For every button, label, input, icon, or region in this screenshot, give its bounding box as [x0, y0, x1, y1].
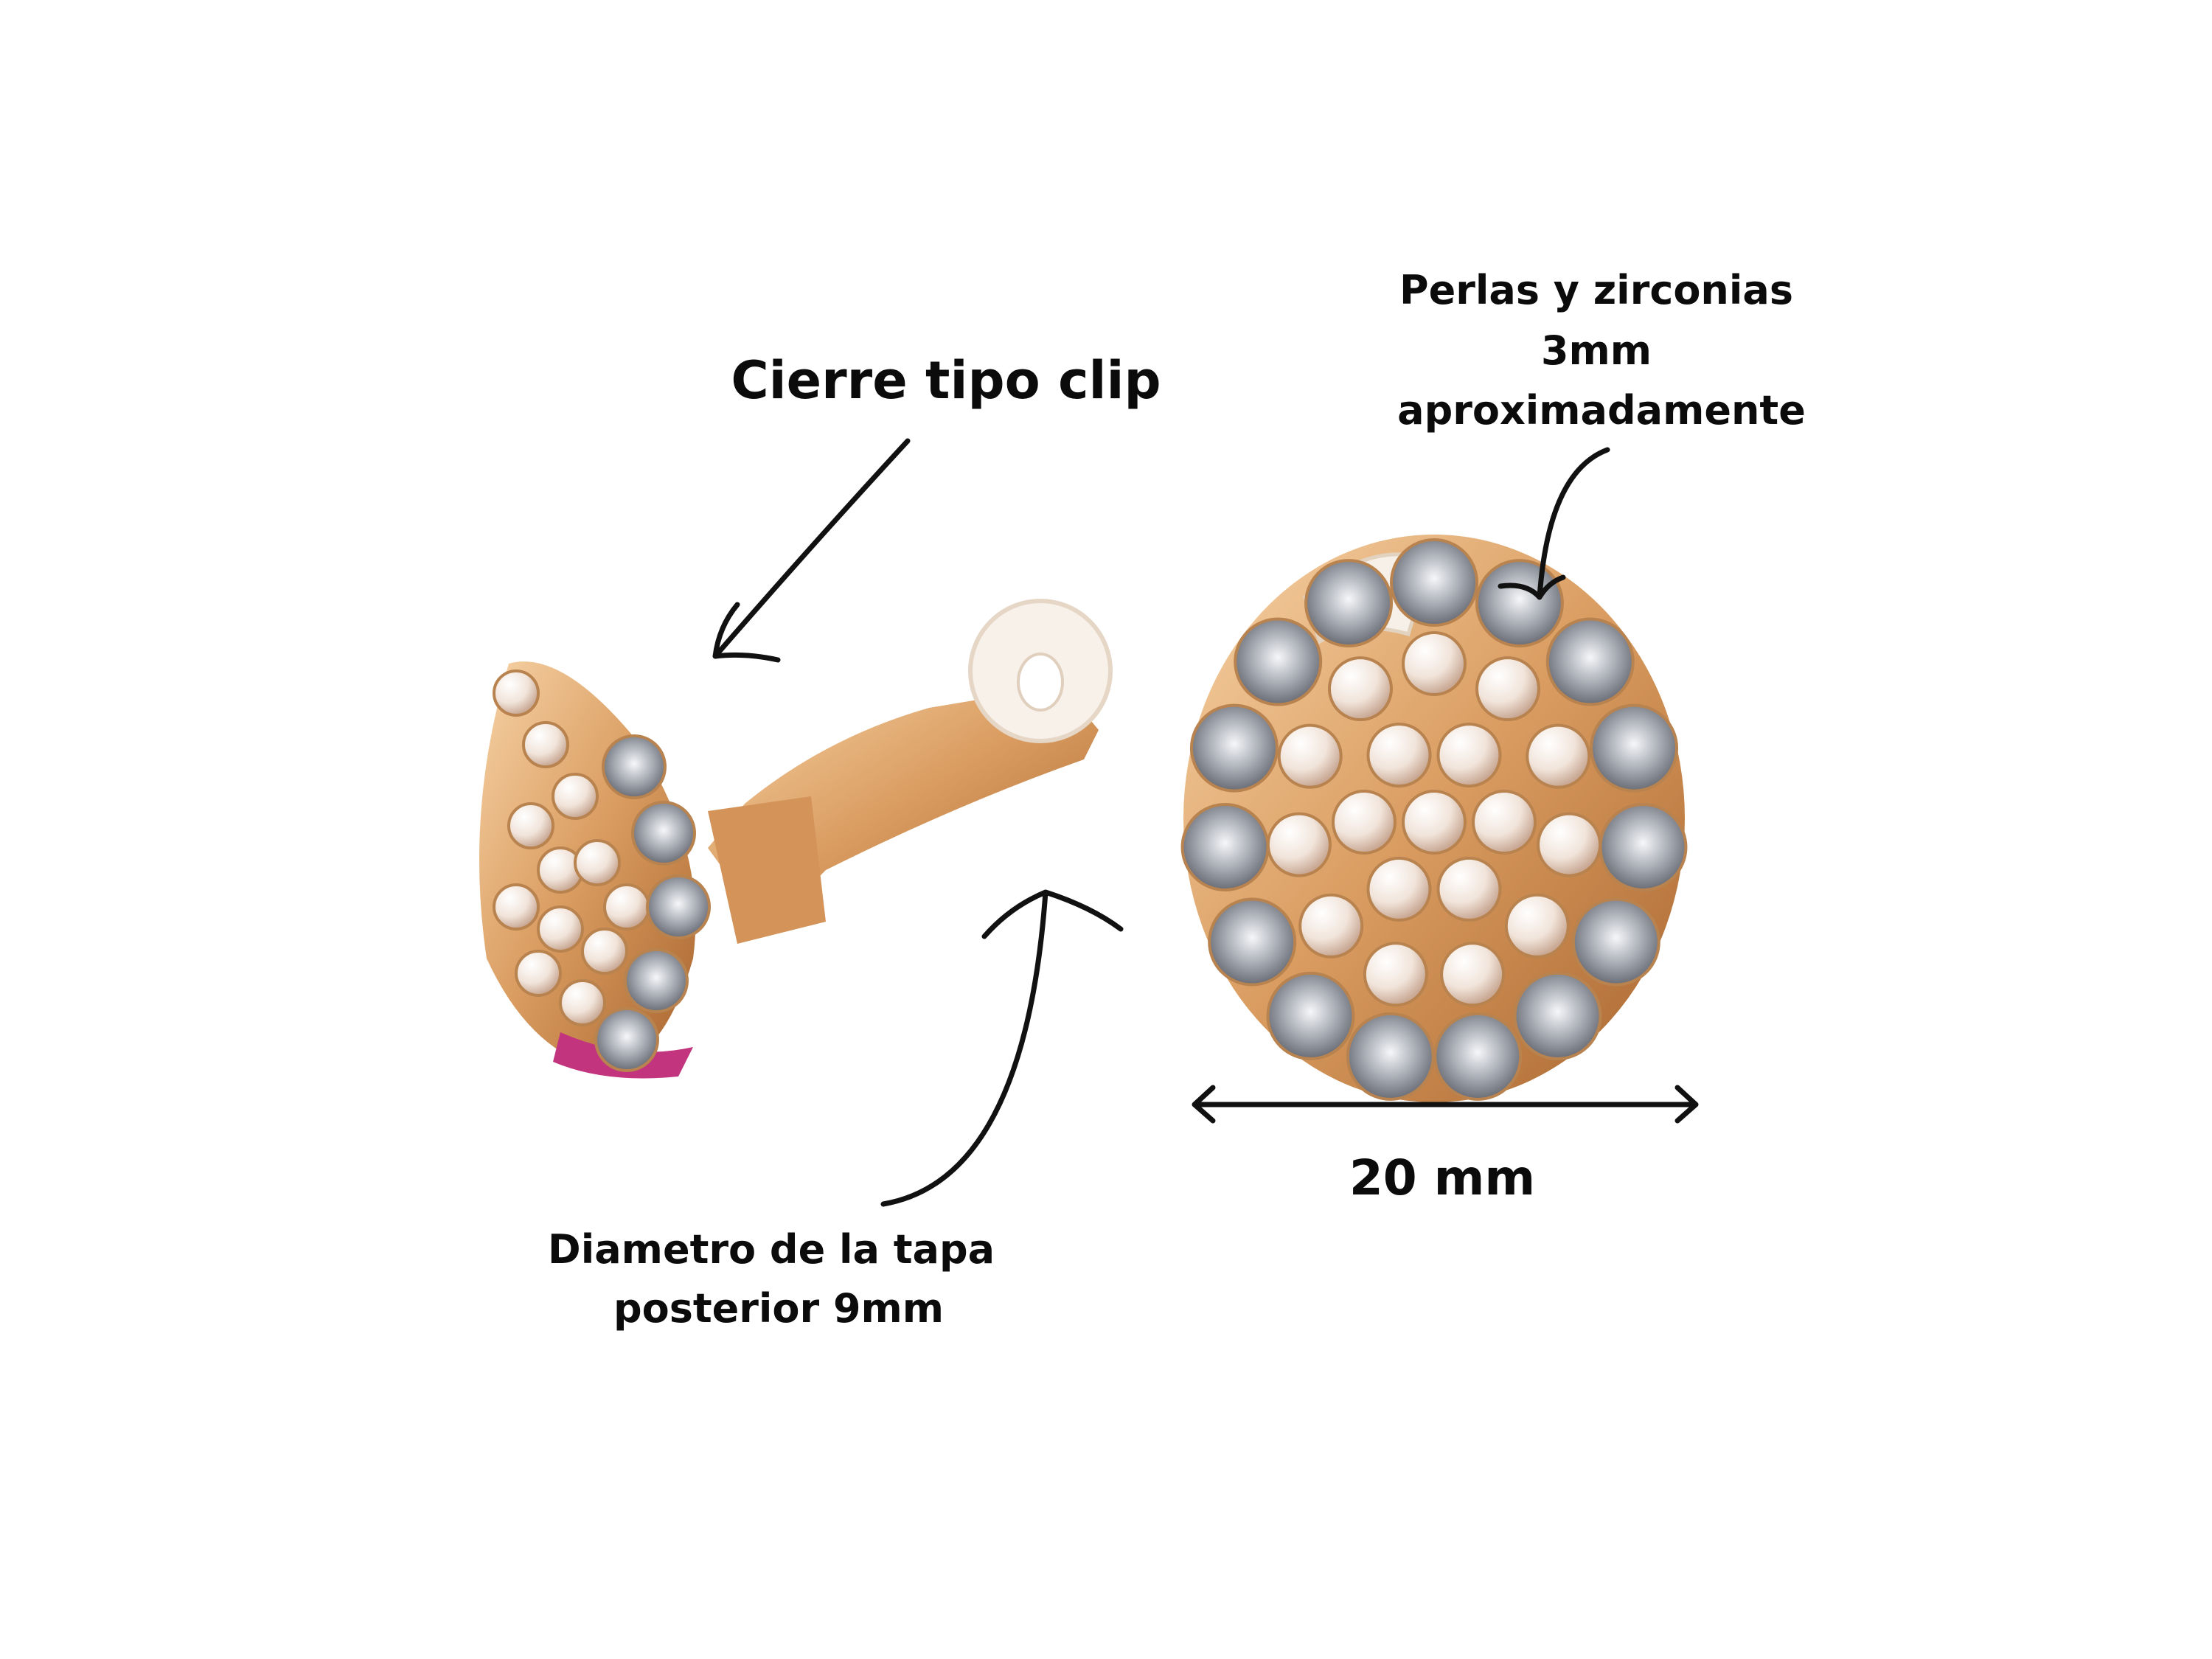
pearl — [507, 802, 554, 849]
crystal-stone — [602, 734, 667, 799]
crystal-stone — [1433, 1012, 1523, 1101]
pearl — [493, 669, 540, 717]
crystal-stone — [1189, 703, 1279, 793]
side-stones — [493, 669, 711, 1072]
pearl — [552, 773, 599, 820]
clip-arrow — [712, 438, 911, 663]
pearl — [1327, 656, 1393, 722]
crystal-ring — [1180, 538, 1688, 1101]
crystal-stone — [1571, 897, 1660, 987]
crystal-stone — [1475, 559, 1564, 648]
crystal-stone — [1545, 617, 1635, 706]
crystal-stone — [646, 874, 711, 939]
pearl — [1332, 790, 1397, 855]
pearl-cluster — [1266, 631, 1602, 1007]
pearl — [559, 979, 606, 1026]
clip-earring-side-view — [479, 599, 1113, 1079]
crystal-stone — [1266, 971, 1355, 1060]
back-pad-hole — [1017, 653, 1064, 712]
crystal-stone — [594, 1007, 659, 1072]
stones-label-line2: 3mm — [1541, 327, 1652, 374]
crystal-stone — [1590, 703, 1679, 793]
crystal-stone — [1304, 559, 1394, 648]
clip-hinge — [708, 796, 826, 944]
pearl — [1298, 893, 1364, 959]
pearl — [1366, 723, 1432, 788]
pearl — [1277, 723, 1343, 789]
pearl — [581, 928, 628, 975]
crystal-stone — [1208, 897, 1297, 987]
crystal-stone — [1234, 617, 1323, 706]
pearl — [1363, 942, 1428, 1007]
crystal-stone — [1346, 1012, 1435, 1101]
pearl — [537, 905, 584, 953]
pearl — [1537, 812, 1602, 877]
back-cap-arrow — [880, 889, 1124, 1207]
back-cap-label-line1: Diametro de la tapa — [548, 1226, 995, 1273]
pearl — [603, 883, 650, 931]
pearl — [493, 883, 540, 931]
width-dimension-arrow — [1192, 1085, 1699, 1124]
clip-earring-front-view — [1180, 535, 1688, 1102]
pearl — [1402, 631, 1467, 696]
crystal-stone — [1599, 802, 1688, 891]
stones-label-line3: aproximadamente — [1397, 387, 1806, 434]
pearl — [574, 839, 621, 886]
crystal-stone — [624, 948, 689, 1013]
back-cap-label-line2: posterior 9mm — [613, 1285, 944, 1332]
pearl — [1472, 790, 1537, 855]
crystal-stone — [631, 801, 696, 866]
pearl — [1436, 723, 1502, 788]
pearl — [522, 721, 569, 768]
pearl — [1504, 893, 1570, 959]
pearl — [1266, 812, 1332, 877]
clasp-label: Cierre tipo clip — [731, 350, 1161, 411]
pearl — [1475, 656, 1541, 722]
pearl — [1436, 856, 1502, 922]
stones-arrow — [1498, 447, 1610, 600]
crystal-stone — [1513, 971, 1602, 1060]
pearl — [1440, 942, 1506, 1007]
width-label: 20 mm — [1349, 1150, 1535, 1206]
crystal-stone — [1180, 802, 1270, 891]
pearl — [1526, 723, 1591, 789]
crystal-stone — [1390, 538, 1478, 627]
pearl — [1366, 856, 1432, 922]
stones-label-line1: Perlas y zirconias — [1399, 267, 1793, 313]
pearl — [1402, 790, 1467, 855]
pearl — [515, 950, 562, 997]
